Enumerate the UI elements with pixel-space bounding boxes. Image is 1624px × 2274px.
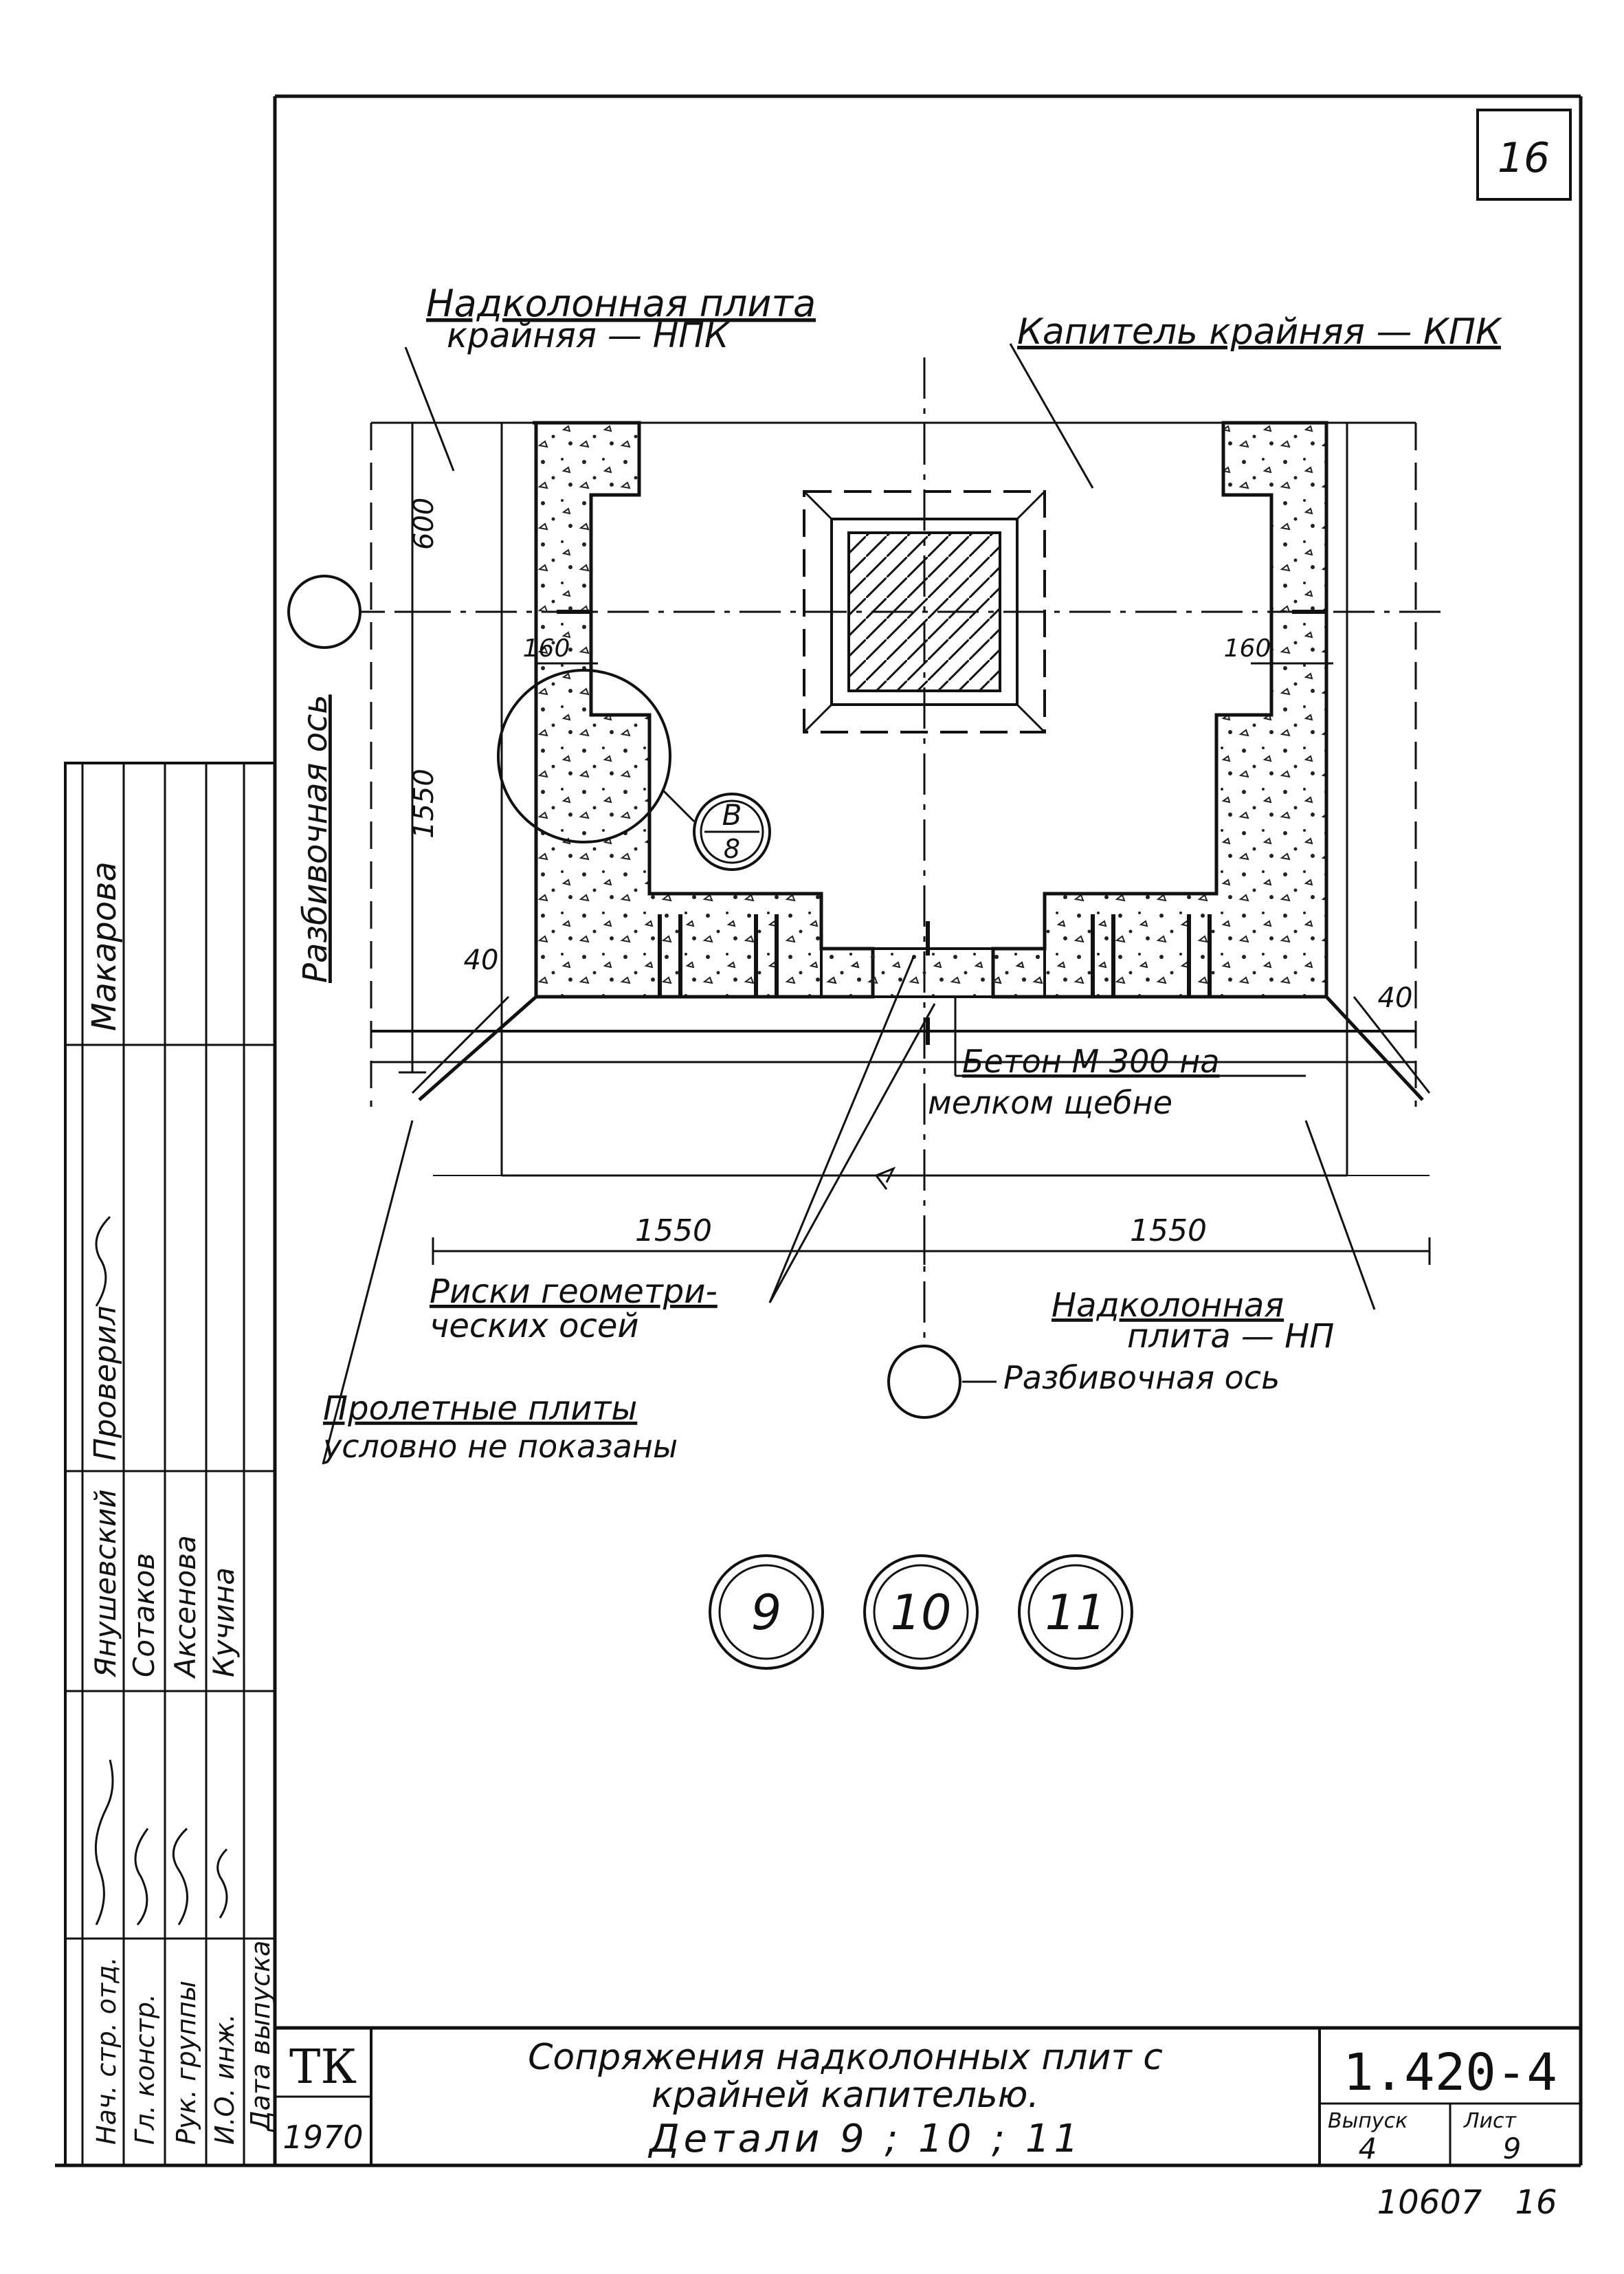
axis-bubble-left (287, 575, 361, 649)
dim-1550-vertical: 1550 (408, 769, 440, 839)
role-date: Дата выпуска (245, 1941, 276, 2132)
signature-group (172, 1827, 188, 1925)
role-group: Рук. группы (171, 1980, 201, 2145)
detail-9: 9 (751, 1585, 782, 1641)
dim-1550-right: 1550 (1130, 1213, 1207, 1248)
label-np-1: Надколонная (1052, 1286, 1284, 1325)
detail-markers: 9 10 11 (709, 1554, 1133, 1670)
title-line-3: Детали 9 ; 10 ; 11 (647, 2117, 1082, 2161)
dim-600: 600 (408, 498, 440, 550)
signature-head (94, 1759, 114, 1925)
archive-code: 10607 (1377, 2183, 1482, 2222)
dim-40-left: 40 (464, 945, 499, 976)
org-code: ТК (289, 2040, 357, 2095)
detail-11: 11 (1045, 1585, 1106, 1641)
name-head: Янушевский (89, 1489, 122, 1678)
plan-drawing: B 8 600 1550 1550 1550 160 160 40 40 (287, 343, 1443, 1465)
label-concrete-2: мелком щебне (928, 1084, 1172, 1121)
name-chief: Сотаков (127, 1553, 161, 1677)
issue-label: Выпуск (1328, 2109, 1408, 2133)
signature-engineer (216, 1848, 228, 1919)
capital-left-wall (533, 421, 875, 999)
label-npk-2: крайняя — НПК (447, 316, 731, 355)
labels: Надколонная плита крайняя — НПК Капитель… (296, 282, 1502, 1465)
role-engineer: И.О. инж. (210, 2014, 240, 2145)
sheet-frame (55, 94, 1583, 2167)
label-span-1: Пролетные плиты (323, 1389, 637, 1428)
callout-top: B (722, 798, 742, 832)
page-number: 16 (1498, 134, 1550, 182)
check-label: Проверил (88, 1305, 123, 1461)
callout-bottom: 8 (724, 834, 740, 864)
page-number-box: 16 (1476, 109, 1572, 201)
detail-10: 10 (890, 1585, 951, 1641)
name-engineer: Кучина (207, 1567, 241, 1677)
label-np-2: плита — НП (1127, 1317, 1334, 1356)
title-line-2: крайней капителью. (652, 2075, 1039, 2116)
label-concrete-1: Бетон М 300 на (962, 1043, 1220, 1080)
label-axis-bottom: Разбивочная ось (1003, 1359, 1280, 1396)
label-marks-1: Риски геометри- (430, 1272, 718, 1311)
year: 1970 (282, 2119, 363, 2156)
check-name: Макарова (85, 861, 124, 1031)
label-npk-1: Надколонная плита (426, 282, 816, 325)
sheet-label: Лист (1463, 2109, 1517, 2133)
signature-chief (134, 1828, 149, 1925)
title-block: ТК 1970 Сопряжения надколонных плит с кр… (275, 2026, 1581, 2222)
name-group: Аксенова (168, 1535, 202, 1679)
concrete-joint (820, 947, 1046, 998)
dim-1550-left: 1550 (635, 1213, 712, 1248)
axis-bubble-bottom (887, 1345, 961, 1419)
label-axis-vertical: Разбивочная ось (296, 694, 335, 983)
label-span-2: условно не показаны (322, 1428, 678, 1465)
label-kpk: Капитель крайняя — КПК (1017, 311, 1502, 353)
dim-40-right: 40 (1378, 982, 1413, 1014)
role-chief: Гл. констр. (130, 1994, 160, 2145)
left-stamp: Нач. стр. отд. Гл. констр. Рук. группы И… (64, 762, 276, 2167)
label-marks-2: ческих осей (430, 1307, 639, 1345)
title-line-1: Сопряжения надколонных плит с (528, 2037, 1163, 2078)
dim-160-right: 160 (1224, 634, 1271, 663)
detail-circle (497, 669, 671, 843)
role-head: Нач. стр. отд. (91, 1956, 122, 2145)
signature-check (95, 1215, 111, 1307)
doc-code: 1.420-4 (1343, 2043, 1557, 2102)
dim-160-left: 160 (523, 634, 570, 663)
column-section (847, 531, 1001, 692)
capital-right-wall (991, 421, 1328, 999)
issue-value: 4 (1359, 2132, 1377, 2165)
sheet-value: 9 (1503, 2132, 1522, 2165)
archive-sheet: 16 (1515, 2183, 1557, 2222)
